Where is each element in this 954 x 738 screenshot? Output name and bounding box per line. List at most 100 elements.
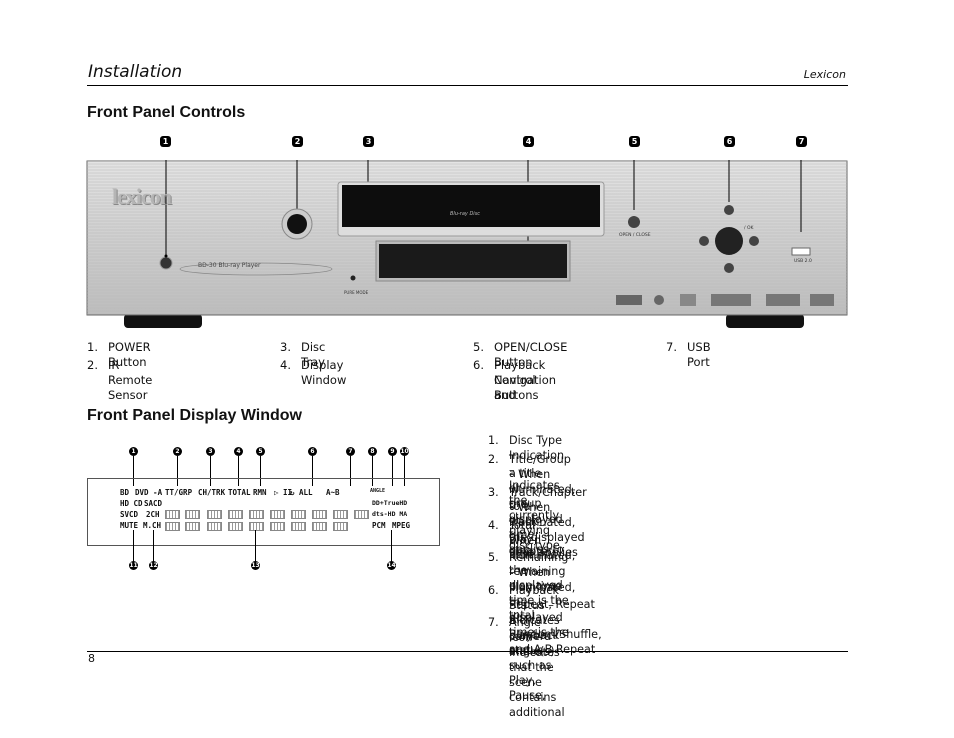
list-item: Disc Type Indication – Indicates the cur… [509, 434, 565, 552]
list-item: USB Port [687, 340, 711, 369]
list-item: IR Remote Sensor [108, 358, 153, 402]
display-callout-12: 12 [149, 561, 158, 570]
callout-5: 5 [629, 136, 640, 147]
front-panel-heading: Front Panel Controls [87, 104, 246, 121]
callout-1: 1 [160, 136, 171, 147]
ok-label: / OK [744, 226, 754, 231]
display-window-diagram [87, 478, 440, 546]
pure-mode-label: PURE MODE [344, 290, 369, 295]
lcd-rmn: RMN [253, 488, 267, 497]
display-callout-4: 4 [234, 447, 243, 456]
list-number: 3. [488, 486, 499, 499]
list-number: 2. [488, 453, 499, 466]
leader-line [372, 456, 373, 486]
list-item: Navigation Buttons [494, 373, 557, 402]
display-callout-14: 14 [387, 561, 396, 570]
list-number: 5. [488, 551, 499, 564]
callout-7: 7 [796, 136, 807, 147]
lcd-dvd-a: DVD -A [135, 488, 163, 497]
open-close-label: OPEN / CLOSE [619, 233, 651, 238]
display-callout-13: 13 [251, 561, 260, 570]
lcd-angle: ANGLE [370, 488, 386, 494]
device-illustration [86, 140, 848, 330]
list-item: Remaining – When illuminated, the displa… [509, 551, 576, 639]
list-number: 2. [87, 358, 98, 372]
list-number: 1. [87, 340, 98, 354]
leader-line [238, 456, 239, 486]
leader-line [391, 530, 392, 562]
list-number: 7. [666, 340, 677, 354]
model-label: BD-30 Blu-ray Player [198, 262, 261, 269]
lcd-bd: BD [120, 488, 130, 497]
page-number: 8 [88, 652, 95, 665]
footer-rule [87, 651, 848, 652]
lcd-hdcd: HD CD [120, 499, 143, 508]
lcd-a-b: A~B [326, 488, 340, 497]
list-number: 1. [488, 434, 499, 447]
leader-line [210, 456, 211, 486]
callout-6: 6 [724, 136, 735, 147]
bluray-label: Blu-ray Disc [450, 211, 481, 217]
lcd-segment-digits [165, 510, 370, 534]
lcd-repeat-all: ↻ ALL [290, 488, 313, 497]
list-item: Display Window [301, 358, 347, 387]
lcd-ch-trk: CH/TRK [198, 488, 226, 497]
lcd-sacd: SACD [144, 499, 163, 508]
leader-line [133, 456, 134, 486]
list-item-continued: remaining play time [509, 565, 566, 593]
leader-line [392, 456, 393, 486]
display-callout-11: 11 [129, 561, 138, 570]
display-window-heading: Front Panel Display Window [87, 407, 302, 424]
display-callout-3: 3 [206, 447, 215, 456]
lcd-mpeg: MPEG [392, 521, 411, 530]
usb-label: USB 2.0 [794, 259, 812, 264]
list-number: 3. [280, 340, 291, 354]
lcd-audio-formats: DD+TrueHD dts-HD MA PCM MPEG [372, 499, 432, 535]
list-item: Disc Tray [301, 340, 326, 369]
display-callout-8: 8 [368, 447, 377, 456]
display-callout-10: 10 [400, 447, 409, 456]
lcd-mute: MUTE [120, 521, 139, 530]
list-number: 7. [488, 616, 499, 629]
display-callout-5: 5 [256, 447, 265, 456]
display-description-list: 1. Disc Type Indication – Indicates the c… [488, 433, 850, 719]
lcd-disc-types: HD CD SACD SVCD 2CH MUTE M.CH [120, 499, 180, 535]
list-item: Angle Icon – Indicates that the scene co… [509, 616, 565, 719]
leader-line [133, 530, 134, 562]
list-item: Title/Group – When illuminated, the disp… [509, 453, 576, 556]
callout-2: 2 [292, 136, 303, 147]
lcd-total: TOTAL [228, 488, 251, 497]
brand-label: Lexicon [803, 68, 846, 81]
list-item: Playback Control and [494, 358, 546, 402]
list-item: Playback Status – Indicates playback sta… [509, 584, 560, 702]
lcd-play-pause: ▷ II [274, 488, 293, 497]
display-callout-6: 6 [308, 447, 317, 456]
display-callout-9: 9 [388, 447, 397, 456]
leader-line [177, 456, 178, 486]
lcd-mch: M.CH [143, 521, 162, 530]
list-number: 6. [488, 584, 499, 597]
list-item: OPEN/CLOSE Button [494, 340, 568, 369]
leader-line [404, 456, 405, 486]
list-item-continued: a title or group [509, 467, 542, 510]
display-callout-2: 2 [173, 447, 182, 456]
lcd-pcm: PCM [372, 521, 386, 530]
lcd-dts-hd-ma: dts-HD MA [372, 510, 408, 518]
leader-line [350, 456, 351, 486]
controls-list-col1: 1.POWER Button 2.IR Remote Sensor [87, 340, 267, 402]
leader-line [260, 456, 261, 486]
list-item-continued: Repeat, Repeat All, Random/Shuffle, and … [509, 598, 602, 656]
list-item: Total – When illuminated, the displayed … [509, 519, 576, 622]
display-callout-1: 1 [129, 447, 138, 456]
lcd-svcd: SVCD [120, 510, 139, 519]
leader-line [153, 530, 154, 562]
controls-list-col2: 3. Disc Tray 4. Display Window [280, 340, 460, 387]
list-number: 6. [473, 358, 484, 372]
controls-list-col4: 7. USB Port [666, 340, 826, 369]
lcd-2ch: 2CH [146, 510, 160, 519]
header-rule [87, 85, 848, 86]
list-item-continued: camera angle(s) [509, 630, 555, 658]
list-item-continued: to a track or chapter [509, 500, 553, 558]
list-item: Track/Chapter – When illuminated, the di… [509, 486, 587, 559]
list-number: 4. [280, 358, 291, 372]
